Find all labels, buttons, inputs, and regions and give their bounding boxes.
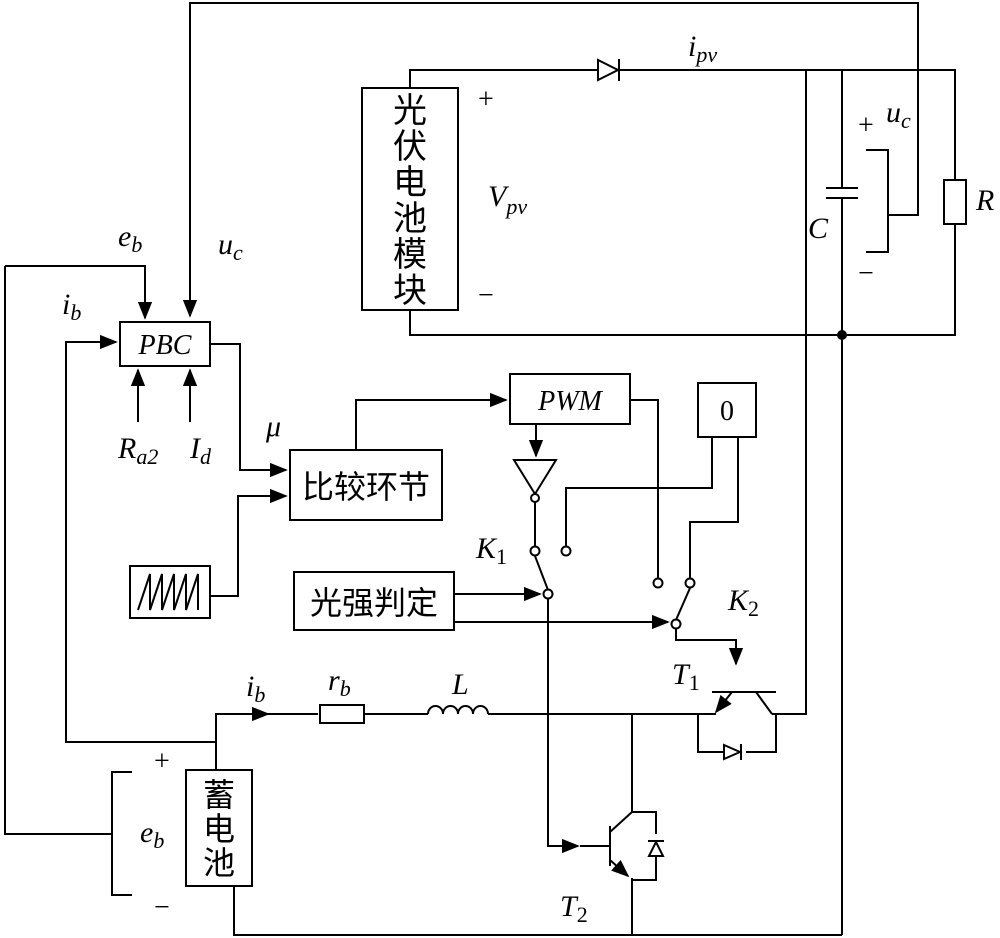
- light-judge-label: 光强判定: [310, 584, 438, 622]
- capacitor-label: C: [808, 212, 829, 245]
- junction-dot: [837, 330, 847, 340]
- inductor-label: L: [451, 668, 469, 701]
- eb-battery-label: eb: [140, 816, 164, 853]
- pv-minus-sign: −: [478, 280, 494, 311]
- pv-top-wire-left: [409, 69, 598, 88]
- ib-feedback-wire: [65, 334, 216, 743]
- t1-label: T1: [672, 658, 700, 695]
- sawtooth-block: [129, 565, 211, 619]
- battery-label-group: 蓄电池: [203, 776, 235, 882]
- pwm-block: [509, 373, 631, 425]
- pv-module-box: [361, 87, 459, 311]
- ra2-label: Ra2: [117, 432, 158, 469]
- battery-text: 蓄电池: [203, 776, 235, 882]
- t2-transistor-icon: [580, 811, 665, 935]
- pv-top-wire-right: [619, 69, 956, 180]
- t1-collector-wire: [772, 70, 807, 715]
- inverter-icon: [512, 459, 558, 496]
- battery-box: [185, 769, 253, 887]
- eb-feedback-label: eb: [118, 220, 142, 257]
- comparator-block: [289, 449, 443, 521]
- vpv-label: Vpv: [488, 180, 527, 219]
- eb-feedback-wire: [4, 266, 112, 835]
- t1-transistor-icon: [697, 691, 777, 761]
- diode-icon: [597, 58, 621, 82]
- pv-circuit: [182, 2, 967, 935]
- battery-circuit: [4, 266, 842, 936]
- battery-plus-wire: [215, 713, 318, 770]
- uc-feedback-label: uc: [218, 228, 243, 265]
- comparator-out-wire: [355, 392, 508, 450]
- battery-minus-sign: −: [154, 892, 170, 923]
- ipv-label: ipv: [688, 30, 717, 67]
- pv-plus-sign: +: [478, 84, 494, 115]
- pv-module-label-group: 光伏电池模块: [393, 91, 427, 311]
- pwm-to-k2-wire: [630, 399, 659, 578]
- id-label: Id: [189, 432, 212, 469]
- ib-feedback-label: ib: [62, 288, 81, 325]
- sawtooth-icon: [137, 573, 199, 611]
- uc-plus-sign: +: [858, 110, 874, 141]
- control-blocks: [5, 265, 757, 854]
- uc-cap-label: uc: [886, 96, 911, 133]
- pv-module-text: 光伏电池模块: [393, 91, 427, 311]
- battery-minus-wire: [233, 886, 842, 936]
- uc-feedback-wire: [182, 2, 919, 318]
- mu-wire: [210, 343, 288, 478]
- battery-plus-sign: +: [154, 746, 170, 777]
- mu-label: μ: [265, 410, 281, 443]
- pwm-label: PWM: [537, 386, 603, 417]
- zero-to-k1-wire: [565, 437, 713, 546]
- sawtooth-wire: [210, 488, 288, 597]
- comparator-label: 比较环节: [302, 468, 430, 506]
- zero-label: 0: [720, 396, 734, 427]
- k2-to-t1-wire: [675, 628, 744, 666]
- resistor-label: R: [975, 184, 994, 217]
- uc-bracket: [866, 149, 889, 253]
- uc-minus-sign: −: [858, 258, 874, 289]
- resistor-r: [943, 179, 967, 225]
- k1-label: K1: [475, 532, 507, 569]
- k2-label: K2: [727, 584, 759, 621]
- pbc-label: PBC: [138, 330, 192, 361]
- pv-bottom-wire: [409, 224, 956, 336]
- t2-label: T2: [560, 890, 588, 927]
- eb-bracket: [111, 771, 132, 896]
- resistor-rb: [319, 704, 365, 724]
- pbc-block: [119, 321, 211, 367]
- light-judge-block: [293, 571, 455, 631]
- eb-feedback-wire-top: [5, 265, 153, 320]
- ib-branch-label: ib: [246, 670, 265, 707]
- zero-to-k2-wire: [689, 437, 739, 578]
- k1-to-t2-wire: [547, 598, 580, 854]
- zero-block: [697, 382, 757, 438]
- inductor-icon: [427, 705, 489, 715]
- k2-switch: [652, 577, 696, 630]
- k1-switch: [529, 545, 572, 600]
- rb-label: rb: [328, 664, 351, 701]
- inverter-bubble: [530, 493, 540, 503]
